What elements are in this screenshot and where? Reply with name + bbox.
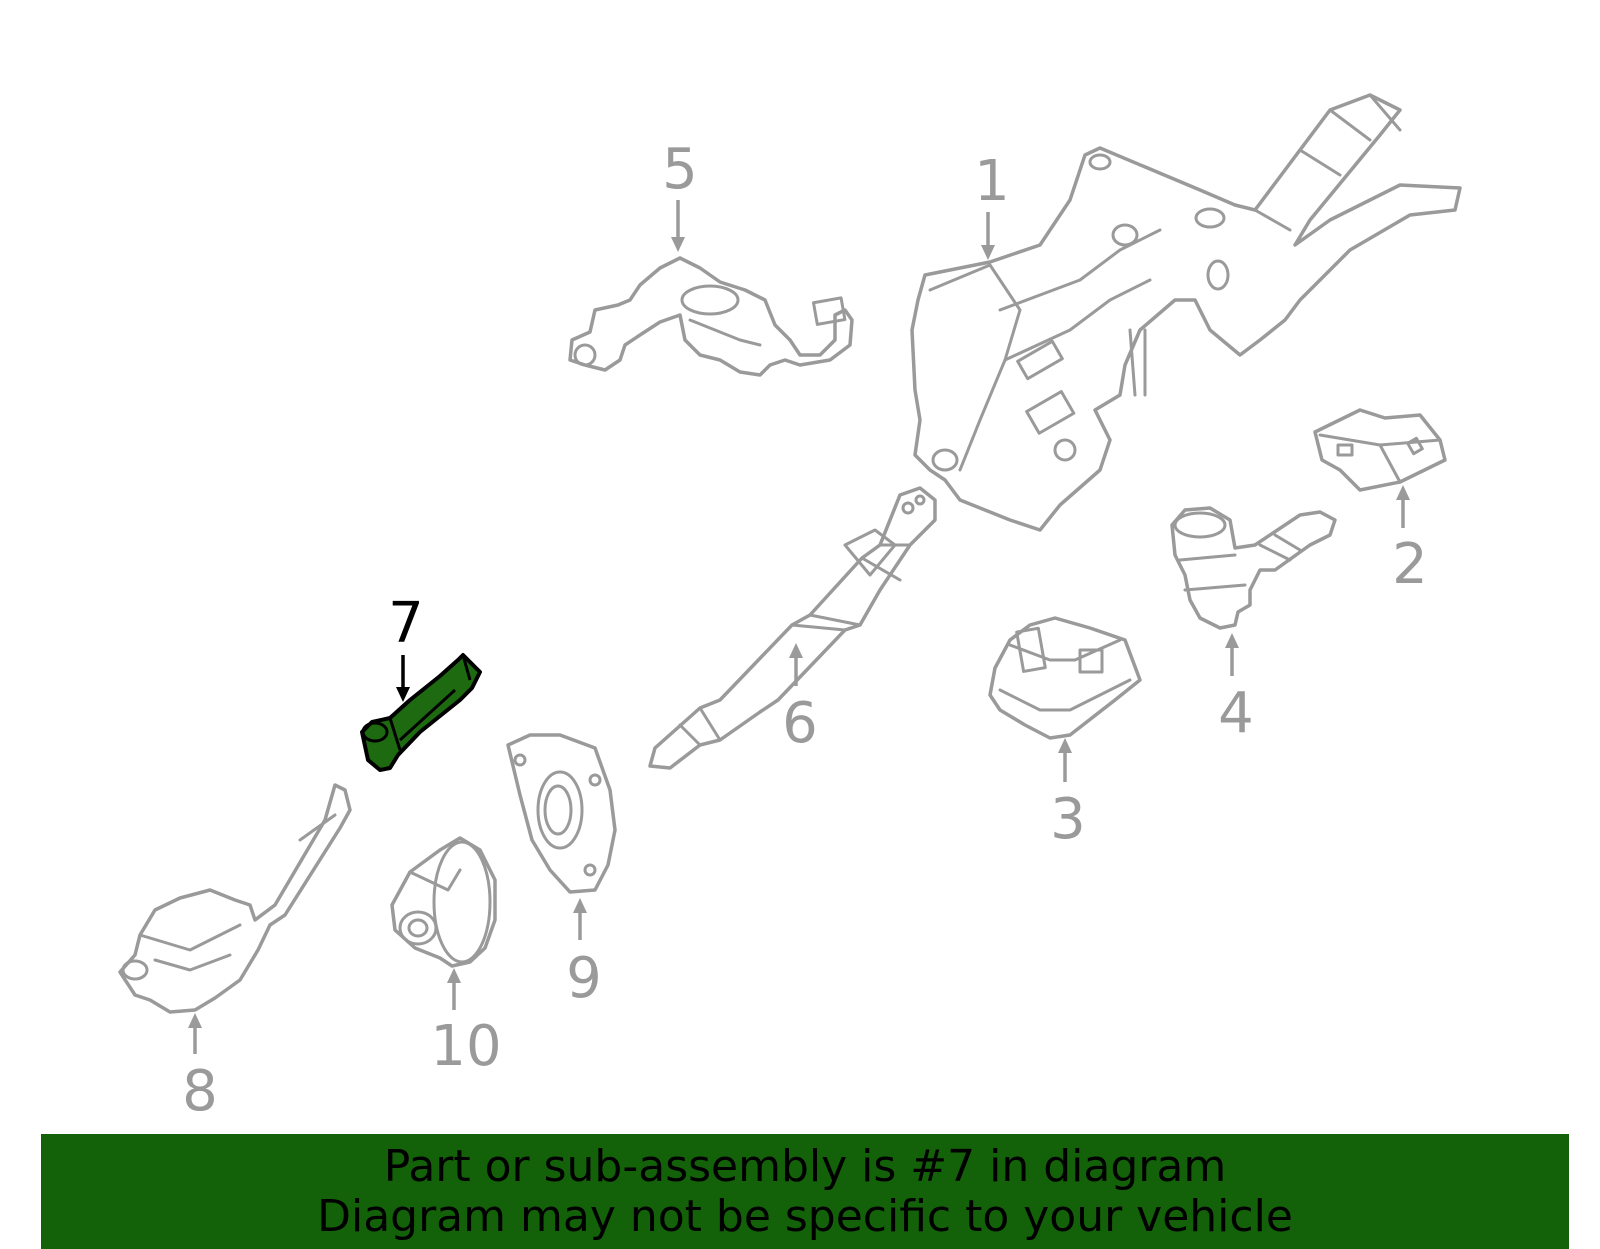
part-5-sensor[interactable] — [568, 256, 854, 377]
part-1-steering-column[interactable] — [910, 93, 1462, 532]
callout-labels: 1 2 3 4 5 6 7 8 9 10 — [182, 137, 1428, 1124]
part-8-lower-shaft[interactable] — [118, 783, 352, 1014]
part-6-intermediate-shaft[interactable] — [648, 486, 937, 770]
info-banner: Part or sub-assembly is #7 in diagram Di… — [41, 1134, 1569, 1249]
callout-7: 7 — [388, 591, 424, 656]
callout-1: 1 — [974, 149, 1010, 214]
part-9-plate[interactable] — [506, 733, 617, 894]
callout-8: 8 — [182, 1059, 218, 1124]
banner-line-2: Diagram may not be specific to your vehi… — [317, 1191, 1293, 1242]
callout-10: 10 — [430, 1014, 501, 1079]
banner-line-1: Part or sub-assembly is #7 in diagram — [383, 1141, 1227, 1192]
part-2-bracket[interactable] — [1313, 408, 1447, 492]
callout-6: 6 — [782, 691, 818, 756]
callout-4: 4 — [1218, 681, 1254, 746]
part-10-cone-bracket[interactable] — [390, 836, 497, 968]
part-3-module[interactable] — [988, 616, 1142, 740]
part-7-highlighted[interactable] — [360, 653, 482, 772]
callout-9: 9 — [566, 946, 602, 1011]
callout-3: 3 — [1050, 787, 1086, 852]
callout-5: 5 — [662, 137, 698, 202]
callout-arrows — [188, 200, 1410, 1054]
part-4-motor[interactable] — [1170, 506, 1337, 630]
callout-2: 2 — [1392, 532, 1428, 597]
